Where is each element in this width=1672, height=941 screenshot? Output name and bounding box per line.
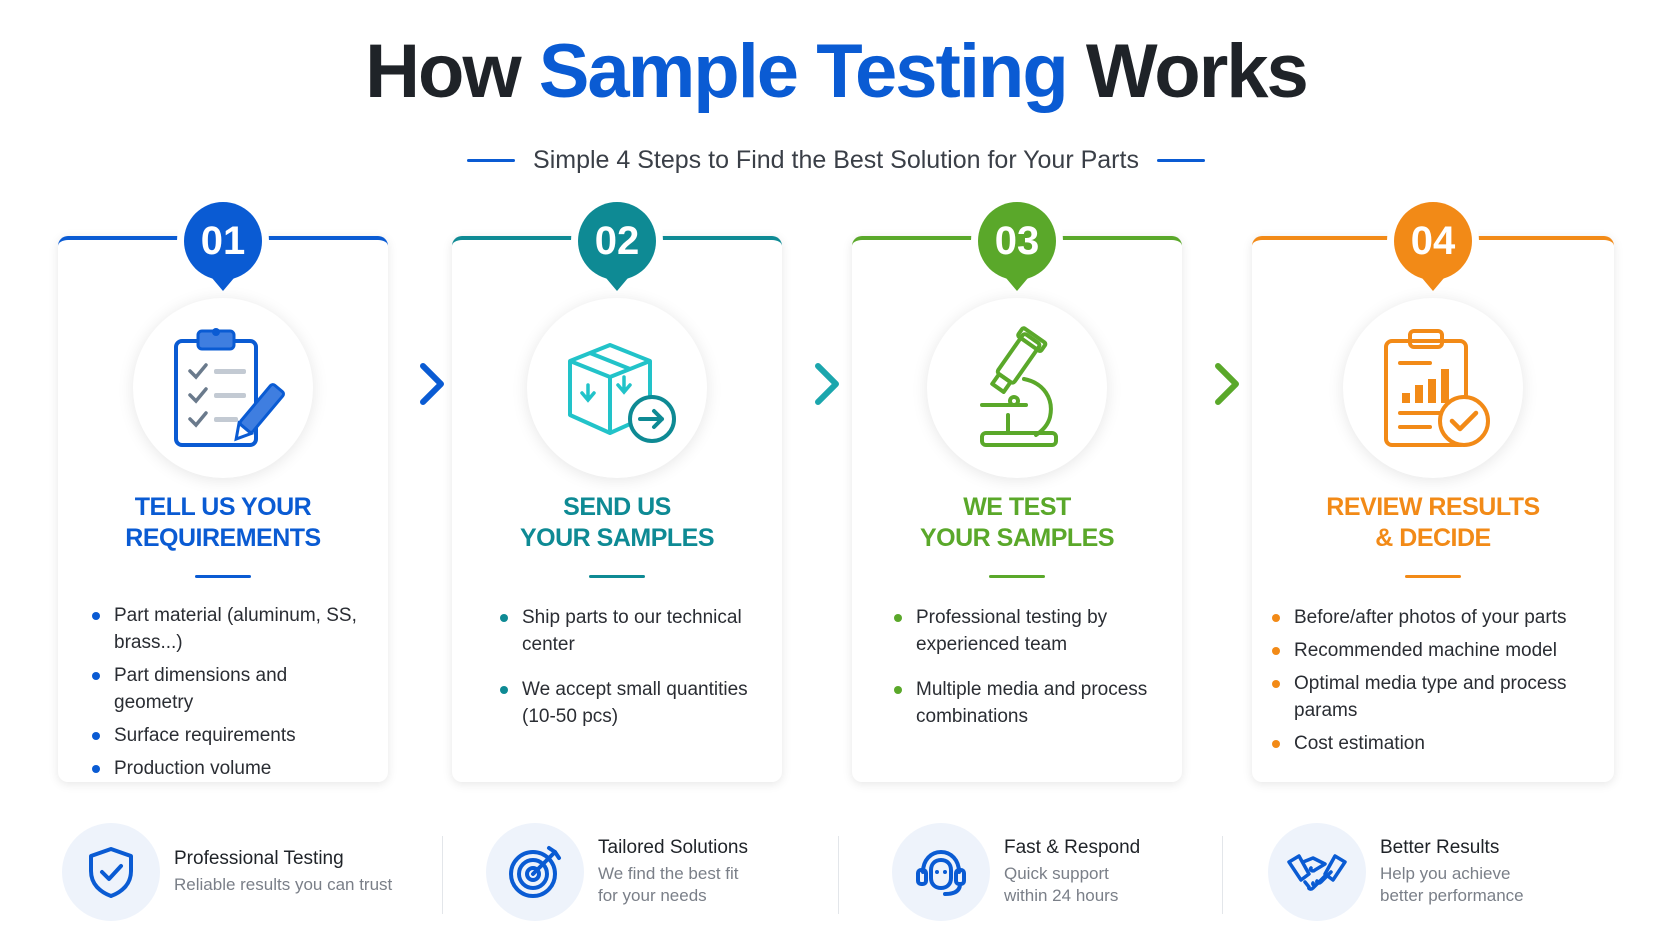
feature-text: Fast & Respond Quick support within 24 h…: [1004, 837, 1140, 907]
feature-icon-circle: [62, 823, 160, 921]
step-number-badge: 04: [1394, 202, 1472, 280]
feature-title: Tailored Solutions: [598, 837, 748, 858]
feature-icon-circle: [486, 823, 584, 921]
step-title-line1: TELL US YOUR: [134, 493, 312, 521]
step-title: REVIEW RESULTS & DECIDE: [1252, 492, 1614, 554]
step-bullets: Ship parts to our technical center We ac…: [500, 604, 762, 730]
feature-title: Fast & Respond: [1004, 837, 1141, 858]
step-title-line2: & DECIDE: [1375, 524, 1491, 552]
feature-desc-line2: within 24 hours: [1004, 886, 1119, 905]
bullet-item: Ship parts to our technical center: [500, 604, 762, 658]
step-card-1: 01 TELL US YOUR REQUIREMENTS Part materi…: [58, 202, 388, 782]
icon-circle: [527, 298, 707, 478]
clipboard-checklist-icon: [174, 328, 285, 447]
feature-divider: [838, 836, 839, 914]
feature-tailored-solutions: Tailored Solutions We find the best fit …: [486, 822, 748, 922]
step-bullets: Professional testing by experienced team…: [894, 604, 1162, 730]
feature-divider: [442, 836, 443, 914]
subtitle-right-line: [1156, 159, 1205, 162]
icon-circle: [133, 298, 313, 478]
subtitle-left-line: [467, 159, 516, 162]
feature-desc-line2: for your needs: [598, 886, 707, 905]
title-underline: [989, 575, 1045, 578]
chevron-right-icon: [420, 363, 444, 405]
step-number-badge: 01: [184, 202, 262, 280]
feature-icon-circle: [892, 823, 990, 921]
step-title: WE TEST YOUR SAMPLES: [852, 492, 1182, 554]
feature-better-results: Better Results Help you achieve better p…: [1268, 822, 1524, 922]
bullet-item: Part material (aluminum, SS, brass...): [92, 602, 368, 656]
feature-fast-respond: Fast & Respond Quick support within 24 h…: [892, 822, 1140, 922]
step-title-line2: YOUR SAMPLES: [919, 524, 1115, 552]
bullet-item: Multiple media and process combinations: [894, 676, 1162, 730]
title-suffix: Works: [1085, 29, 1309, 114]
step-title-line2: YOUR SAMPLES: [519, 524, 715, 552]
step-title-line1: SEND US: [563, 493, 671, 521]
step-bullets: Before/after photos of your parts Recomm…: [1272, 604, 1594, 757]
step-title: SEND US YOUR SAMPLES: [452, 492, 782, 554]
step-card-2: 02 SEND US YOUR SAMPLES Ship parts to ou…: [452, 202, 782, 782]
bullet-item: Part dimensions and geometry: [92, 662, 368, 716]
page-title: How Sample Testing Works: [0, 28, 1672, 115]
title-underline: [1405, 575, 1461, 578]
feature-desc: We find the best fit for your needs: [598, 863, 748, 907]
bullet-item: Optimal media type and process params: [1272, 670, 1594, 724]
title-underline: [195, 575, 251, 578]
report-check-icon: [1384, 329, 1490, 447]
feature-text: Tailored Solutions We find the best fit …: [598, 837, 748, 907]
subtitle-row: Simple 4 Steps to Find the Best Solution…: [0, 146, 1672, 175]
chevron-right-icon: [1215, 363, 1239, 405]
title-accent: Sample Testing: [538, 29, 1069, 114]
chevron-right-icon: [815, 363, 839, 405]
feature-desc-line2: better performance: [1380, 886, 1524, 905]
step-bullets: Part material (aluminum, SS, brass...) P…: [92, 602, 368, 782]
target-icon: [509, 846, 561, 898]
bullet-item: Recommended machine model: [1272, 637, 1594, 664]
feature-title: Better Results: [1380, 837, 1500, 858]
feature-professional-testing: Professional Testing Reliable results yo…: [62, 822, 392, 922]
step-card-4: 04 REVIEW RESULTS & DECIDE Before/after …: [1252, 202, 1614, 782]
step-title-line1: WE TEST: [963, 493, 1071, 521]
package-arrow-icon: [568, 343, 676, 443]
bullet-item: Professional testing by experienced team: [894, 604, 1162, 658]
feature-desc: Help you achieve better performance: [1380, 863, 1524, 907]
title-prefix: How: [365, 29, 521, 114]
feature-desc-line1: Quick support: [1004, 864, 1109, 883]
bullet-item: Surface requirements: [92, 722, 368, 749]
feature-icon-circle: [1268, 823, 1366, 921]
subtitle: Simple 4 Steps to Find the Best Solution…: [533, 146, 1139, 174]
bullet-item: We accept small quantities (10-50 pcs): [500, 676, 762, 730]
feature-title: Professional Testing: [174, 848, 344, 869]
feature-desc: Reliable results you can trust: [174, 875, 393, 894]
title-underline: [589, 575, 645, 578]
icon-circle: [927, 298, 1107, 478]
step-card-3: 03 WE TEST YOUR SAMPLES Professional tes…: [852, 202, 1182, 782]
bullet-item: Cost estimation: [1272, 730, 1594, 757]
headset-support-icon: [916, 850, 966, 896]
step-title-line2: REQUIREMENTS: [125, 524, 321, 552]
microscope-icon: [980, 326, 1058, 447]
bullet-item: Before/after photos of your parts: [1272, 604, 1594, 631]
step-title-line1: REVIEW RESULTS: [1326, 493, 1540, 521]
feature-divider: [1222, 836, 1223, 914]
step-number-badge: 03: [978, 202, 1056, 280]
step-number-badge: 02: [578, 202, 656, 280]
feature-text: Professional Testing Reliable results yo…: [174, 848, 392, 896]
feature-text: Better Results Help you achieve better p…: [1380, 837, 1524, 907]
feature-desc-line1: Help you achieve: [1380, 864, 1511, 883]
icon-circle: [1343, 298, 1523, 478]
feature-desc-line1: We find the best fit: [598, 864, 739, 883]
handshake-icon: [1287, 854, 1347, 891]
shield-check-icon: [89, 847, 133, 898]
step-title: TELL US YOUR REQUIREMENTS: [58, 492, 388, 554]
feature-desc: Quick support within 24 hours: [1004, 863, 1140, 907]
bullet-item: Production volume: [92, 755, 368, 782]
